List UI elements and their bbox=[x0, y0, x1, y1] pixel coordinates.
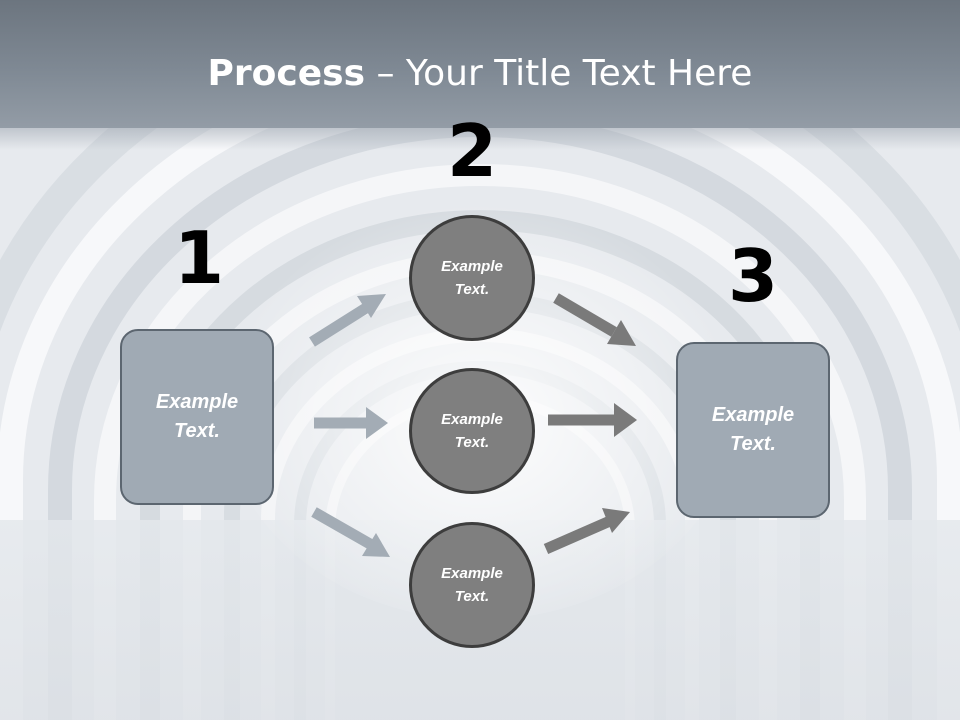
arrow-1-to-middle bbox=[314, 407, 388, 439]
arrow-top-to-3 bbox=[553, 293, 636, 346]
arrow-middle-to-3 bbox=[548, 403, 637, 437]
step-2-circle-bottom[interactable]: Example Text. bbox=[409, 522, 535, 648]
step-number-3: 3 bbox=[727, 234, 779, 318]
circle-bottom-text: Example Text. bbox=[441, 565, 503, 605]
step-1-box[interactable]: Example Text. bbox=[120, 329, 274, 505]
step-number-2: 2 bbox=[446, 109, 498, 193]
title-bar bbox=[0, 0, 960, 150]
arrow-bottom-to-3 bbox=[543, 508, 630, 555]
circle-middle-text: Example Text. bbox=[441, 411, 503, 451]
arrow-1-to-top bbox=[309, 294, 386, 347]
step-1-text: Example Text. bbox=[155, 391, 239, 442]
title-rest: – Your Title Text Here bbox=[365, 53, 753, 94]
slide-title[interactable]: Process – Your Title Text Here bbox=[0, 52, 960, 96]
circle-top-text: Example Text. bbox=[441, 258, 503, 298]
step-2-circle-top[interactable]: Example Text. bbox=[409, 215, 535, 341]
step-3-box[interactable]: Example Text. bbox=[676, 342, 830, 518]
title-bold: Process bbox=[207, 53, 366, 94]
step-3-text: Example Text. bbox=[711, 404, 795, 455]
arrow-1-to-bottom bbox=[311, 507, 390, 557]
step-number-1: 1 bbox=[173, 216, 225, 300]
step-2-circle-middle[interactable]: Example Text. bbox=[409, 368, 535, 494]
